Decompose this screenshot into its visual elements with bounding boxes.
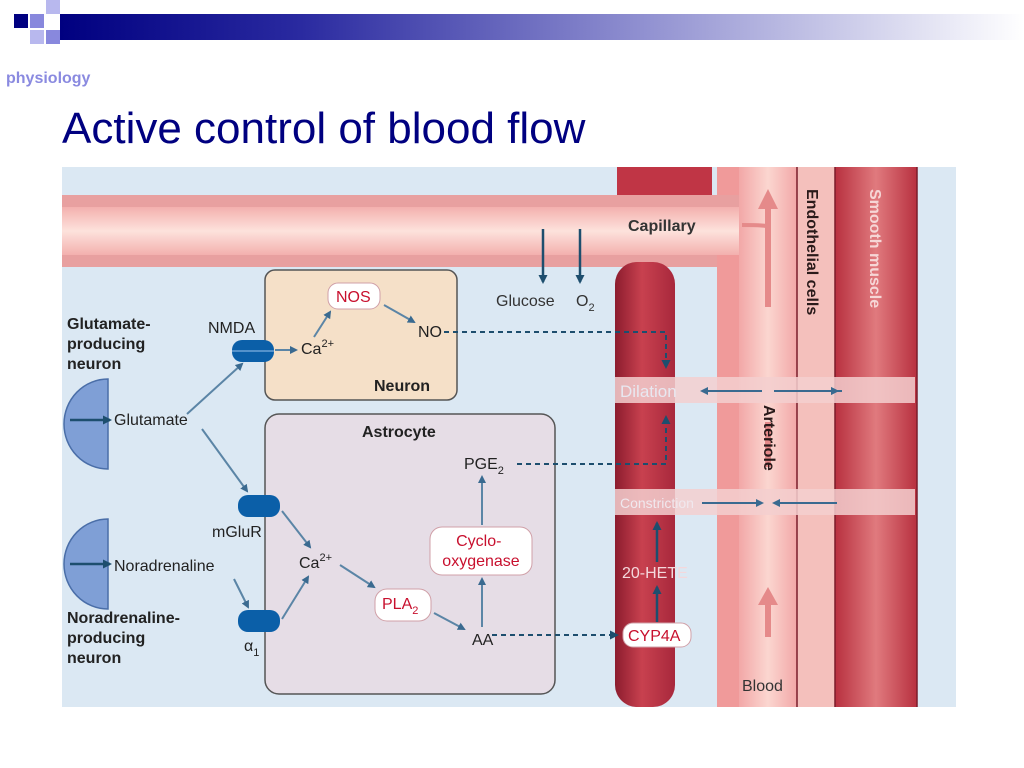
svg-text:Ca2+: Ca2+ [299,552,332,572]
ca-astro-label: Ca [299,555,320,572]
glutamate-neuron-line-3: neuron [67,356,121,373]
neuron-box-label: Neuron [374,378,430,395]
endothelial-cells-label: Endothelial cells [803,189,820,315]
glutamate-neuron-terminal [63,378,109,470]
category-label: physiology [6,70,91,87]
arteriole-endothelium-left [717,167,739,707]
glutamate-neuron-label: Glutamate- producing neuron [67,316,155,373]
svg-text:Ca2+: Ca2+ [301,338,334,358]
alpha1-label: α [244,638,253,655]
noradrenaline-neuron-line-2: producing [67,630,145,647]
smooth-muscle-label: Smooth muscle [866,189,883,308]
decor-square [14,14,28,28]
cyp4a-label: CYP4A [628,628,681,645]
pla2-subscript: 2 [412,605,418,617]
pla2-box [374,588,432,622]
title-bar-gradient [60,14,1024,40]
decor-square [46,0,60,14]
aa-label: AA [472,632,494,649]
20-hete-label: 20-HETE [622,565,688,582]
constriction-label: Constriction [620,495,694,511]
pge2-label: PGE [464,456,498,473]
dilation-label: Dilation [620,382,677,401]
capillary-label: Capillary [628,218,696,235]
slide-title: Active control of blood flow [62,104,586,153]
noradrenaline-neuron-label: Noradrenaline- producing neuron [67,610,184,667]
smooth-muscle-layer [835,167,917,707]
blood-label: Blood [742,678,783,695]
astrocyte-box-label: Astrocyte [362,424,436,441]
constriction-band [615,489,915,515]
dilation-band [615,377,915,403]
noradrenaline-neuron-line-3: neuron [67,650,121,667]
nos-box [327,282,381,310]
alpha1-subscript: 1 [253,647,259,659]
noradrenaline-neuron-line-1: Noradrenaline- [67,610,180,627]
cyclooxygenase-line-2: oxygenase [442,553,519,570]
glutamate-neuron-line-2: producing [67,336,145,353]
svg-text:PGE2: PGE2 [464,456,504,477]
decor-square [46,30,60,44]
endothelial-layer [797,167,835,707]
o2-subscript: 2 [588,302,594,314]
pge2-subscript: 2 [498,465,504,477]
glutamate-label: Glutamate [114,412,188,429]
glucose-label: Glucose [496,293,555,310]
alpha1-receptor [238,610,280,632]
ca-neuron-label: Ca [301,341,322,358]
o2-label: O [576,293,588,310]
glutamate-neuron-line-1: Glutamate- [67,316,151,333]
svg-text:PLA2: PLA2 [382,596,418,617]
svg-text:O2: O2 [576,293,595,314]
arteriole-label: Arteriole [760,405,777,471]
cyclooxygenase-label: Cyclo- oxygenase [442,533,519,570]
ca-astro-superscript: 2+ [319,552,332,564]
svg-text:α1: α1 [244,638,259,659]
cyp4a-box [622,622,692,648]
decor-square [30,14,44,28]
decor-square [30,30,44,44]
pla2-label: PLA [382,596,413,613]
nos-label: NOS [336,289,371,306]
cyclooxygenase-line-1: Cyclo- [456,533,501,550]
title-bar-decoration [0,0,1024,60]
cyclooxygenase-box [429,526,533,576]
no-label: NO [418,324,442,341]
capillary-lumen [62,207,742,255]
arteriole-left-wall [615,262,675,707]
mglur-receptor [238,495,280,517]
nmda-label: NMDA [208,320,255,337]
ca-neuron-superscript: 2+ [321,338,334,350]
mglur-label: mGluR [212,524,262,541]
noradrenaline-label: Noradrenaline [114,558,215,575]
capillary-top-cap [617,167,712,195]
blood-flow-diagram: Capillary Endothelial cells Smooth muscl… [62,167,956,707]
neuron-box [264,269,458,401]
